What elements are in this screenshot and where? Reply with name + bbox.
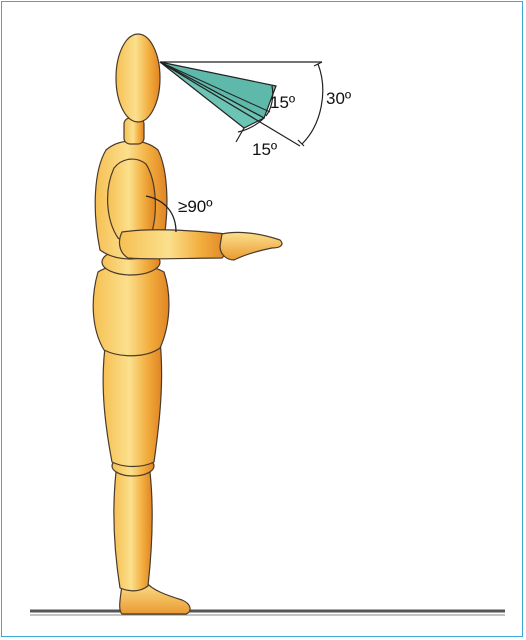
upper-angle-label: 15º <box>270 93 295 112</box>
mannequin-hand <box>220 232 282 260</box>
mannequin-head <box>116 34 160 122</box>
floor-line <box>30 611 505 615</box>
mannequin-hip <box>93 265 169 356</box>
mannequin-forearm <box>120 230 229 259</box>
lower-angle-label: 15º <box>252 140 277 159</box>
mannequin-thigh <box>103 340 161 467</box>
thirty-degree-arc <box>302 64 323 144</box>
total-angle-label: 30º <box>326 89 351 108</box>
elbow-angle-label: ≥90º <box>178 197 212 216</box>
arc-tick <box>236 128 244 142</box>
viewing-angle-cone <box>160 62 323 146</box>
mannequin-lower-leg <box>114 472 152 591</box>
